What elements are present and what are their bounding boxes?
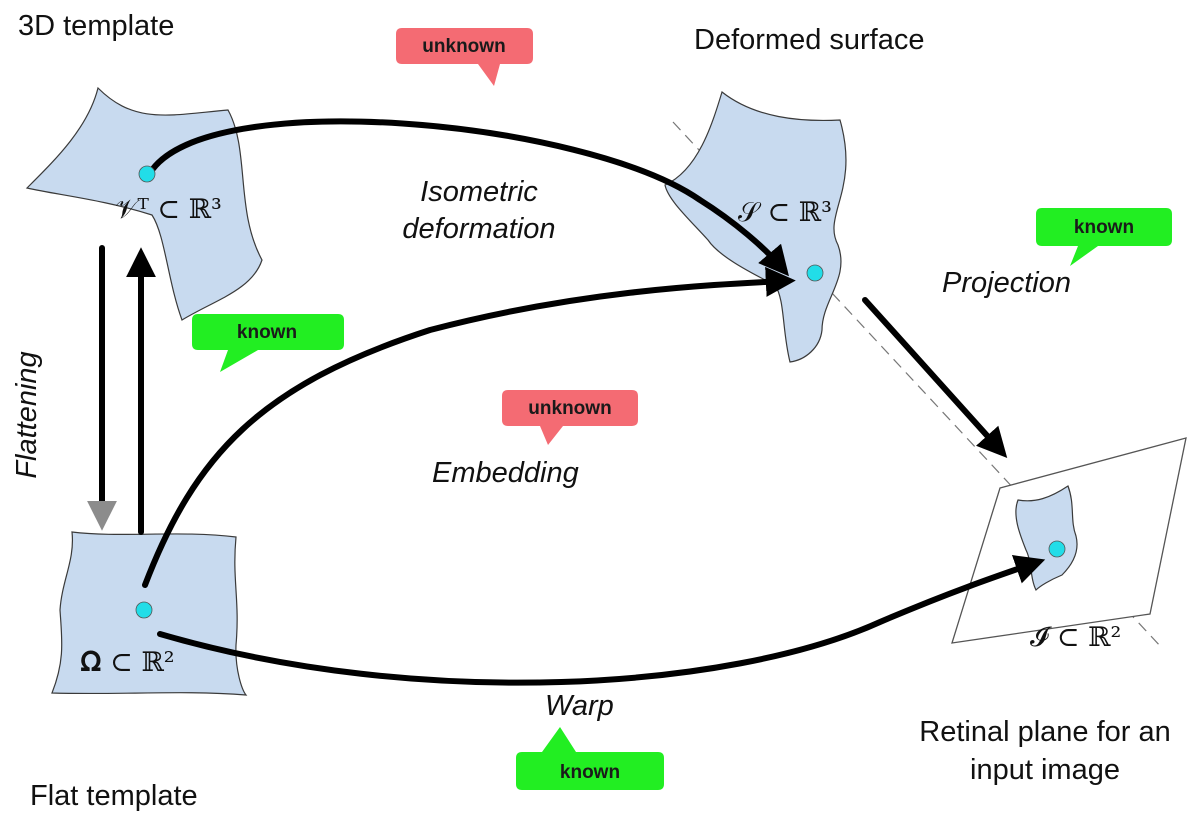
surface-point xyxy=(806,264,824,282)
projection-label: Projection xyxy=(942,267,1071,299)
projection-arrow xyxy=(862,297,1008,459)
flattening-status-bubble: known xyxy=(192,314,344,372)
flattening-status-text: known xyxy=(237,322,297,343)
flat-template-label: Flat template xyxy=(30,780,198,812)
retinal-plane-label-line1: Retinal plane for an xyxy=(919,716,1171,748)
flat-symbol: 𝛀 ⊂ ℝ² xyxy=(80,647,175,678)
embedding-status-text: unknown xyxy=(528,398,611,419)
projection-status-bubble: known xyxy=(1036,208,1172,266)
template-3d-surface xyxy=(25,86,263,321)
warp-status-text: known xyxy=(560,762,620,783)
deformed-surface xyxy=(664,90,847,363)
flattening-label: Flattening xyxy=(11,351,43,478)
template-3d-symbol: 𝒱ᵀ ⊂ ℝ³ xyxy=(115,194,222,225)
template-3d-label: 3D template xyxy=(18,10,174,42)
isometric-label-line1: Isometric xyxy=(420,176,538,208)
isometric-deformation-arrow xyxy=(147,118,789,277)
projection-status-text: known xyxy=(1074,217,1134,238)
warp-arrow xyxy=(157,555,1046,686)
embedding-status-bubble: unknown xyxy=(502,390,638,445)
warp-status-bubble: known xyxy=(516,727,664,790)
image-symbol: 𝓘 ⊂ ℝ² xyxy=(1030,622,1121,653)
surface-symbol: 𝒮 ⊂ ℝ³ xyxy=(738,197,832,228)
template-point xyxy=(138,165,156,183)
image-point xyxy=(1048,540,1066,558)
isometric-status-text: unknown xyxy=(422,36,505,57)
retinal-plane-label-line2: input image xyxy=(970,754,1120,786)
isometric-status-bubble: unknown xyxy=(396,28,533,86)
flat-point xyxy=(135,601,153,619)
embedding-arrow xyxy=(142,266,796,588)
deformed-surface-label: Deformed surface xyxy=(694,24,925,56)
embedding-label: Embedding xyxy=(432,457,579,489)
isometric-label-line2: deformation xyxy=(402,213,555,245)
warp-label: Warp xyxy=(545,690,614,722)
